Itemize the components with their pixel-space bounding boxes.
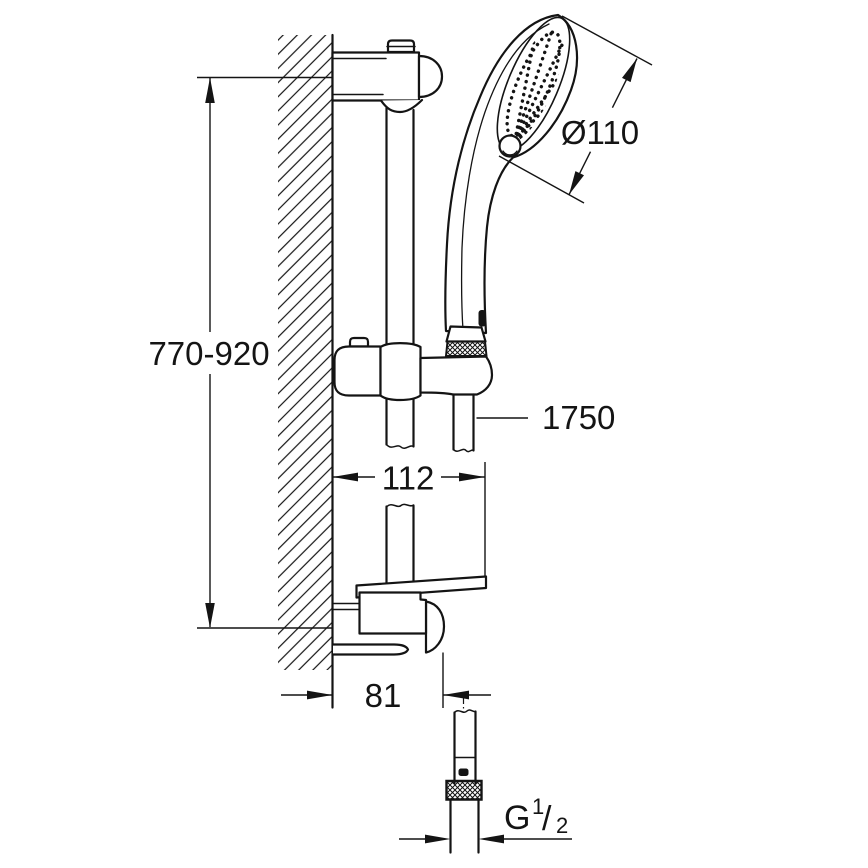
connector-tube-upper [453,710,477,785]
handle-contour-line [460,23,550,331]
dimensions: 770-920 Ø110 1750 112 [148,15,653,844]
slider-lock-body [333,345,382,397]
dim-height-range-label: 770-920 [148,335,269,372]
bottom-bracket-mount [331,643,410,656]
dim-thread-denominator: 2 [556,813,568,838]
hose-upper [452,393,475,452]
shower-rail [331,39,444,586]
rail-break-lower [385,503,415,508]
hand-shower [444,13,579,335]
diverter-button [478,310,486,327]
connector-tube-lower [449,798,480,854]
dim-thread-slash: / [542,800,552,838]
dim-wall-to-outlet-label: 81 [365,677,402,714]
rail-tube-lower [385,504,415,586]
wall-section [278,33,334,709]
glide-element-holder [333,325,494,453]
pivot-inner-arc [502,150,518,156]
hand-shower-body [444,13,579,335]
dim-wall-to-outlet: 81 [281,652,491,714]
wall-hatch [278,35,332,670]
connector-knurled-nut [445,779,483,801]
hose-connector [445,697,483,854]
bottom-bracket-stem [332,602,361,611]
dim-hose-length-label: 1750 [542,399,615,436]
connector-break [453,709,477,714]
rail-tube-middle [385,396,415,448]
hose-upper-break [452,448,475,453]
bottom-bracket [331,575,488,656]
spray-face-pivot [498,134,522,158]
dim-height-range: 770-920 [148,76,333,629]
dim-thread: G 1 / 2 [399,794,572,844]
rail-tube-upper [385,106,415,348]
handle-cone [445,325,487,343]
dim-head-diameter: Ø110 [498,15,653,204]
connector-marking [458,768,469,776]
holder-body [419,355,494,396]
holder-knurled-nut [444,340,488,357]
slider-lock-knob [348,336,370,348]
dim-wall-to-tray: 112 [332,460,486,577]
dim-hose-length: 1750 [476,399,615,436]
top-bracket-end-cap [417,54,444,99]
rail-break-upper [385,443,415,450]
bottom-bracket-bulge [424,600,446,654]
slider-sleeve [379,342,422,402]
bottom-bracket-body [358,591,428,635]
top-bracket-elbow [379,98,424,114]
dim-wall-to-tray-label: 112 [382,460,435,497]
top-bracket-body [331,51,421,102]
dim-head-diameter-label: Ø110 [561,114,639,151]
dim-thread-prefix: G [504,799,530,837]
dim-thread-numerator: 1 [532,794,544,819]
